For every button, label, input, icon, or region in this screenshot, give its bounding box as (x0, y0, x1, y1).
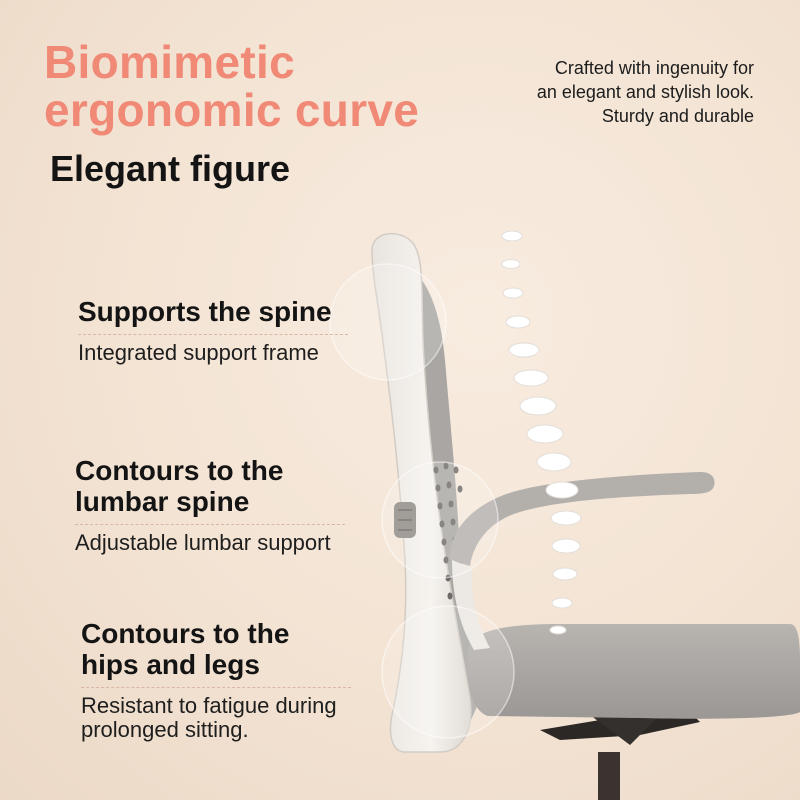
subtitle: Elegant figure (50, 148, 291, 189)
feature-desc-line: prolonged sitting. (81, 717, 249, 742)
tagline-line-3: Sturdy and durable (601, 106, 754, 126)
feature-spine: Supports the spine Integrated support fr… (78, 296, 348, 365)
dashed-divider (81, 687, 351, 688)
headline: Biomimetic ergonomic curve (44, 38, 419, 134)
chair-frame (371, 232, 472, 753)
armrest-support (452, 560, 490, 650)
spine-vertebrae (501, 230, 582, 635)
armrest-pad (449, 472, 715, 566)
feature-title-line: lumbar spine (75, 486, 250, 517)
dashed-divider (78, 334, 348, 335)
tagline-line-1: Crafted with ingenuity for (554, 58, 754, 78)
highlight-circle-hips (381, 605, 515, 739)
feature-title-line: Contours to the (81, 618, 290, 649)
highlight-circle-spine (329, 263, 447, 381)
feature-lumbar: Contours to the lumbar spine Adjustable … (75, 455, 345, 555)
feature-title-line: Contours to the (75, 455, 284, 486)
headline-line-1: Biomimetic (44, 36, 295, 88)
feature-hips: Contours to the hips and legs Resistant … (81, 618, 351, 742)
highlight-circle-lumbar (381, 461, 499, 579)
feature-title-line: Supports the spine (78, 296, 332, 327)
seat-cushion (467, 624, 800, 719)
feature-desc-line: Integrated support frame (78, 340, 319, 365)
feature-desc-line: Resistant to fatigue during (81, 693, 337, 718)
tagline-line-2: an elegant and stylish look. (536, 82, 754, 102)
headline-line-2: ergonomic curve (44, 84, 420, 136)
tagline: Crafted with ingenuity for an elegant an… (537, 56, 754, 128)
feature-title-line: hips and legs (81, 649, 260, 680)
dashed-divider (75, 524, 345, 525)
feature-desc-line: Adjustable lumbar support (75, 530, 331, 555)
